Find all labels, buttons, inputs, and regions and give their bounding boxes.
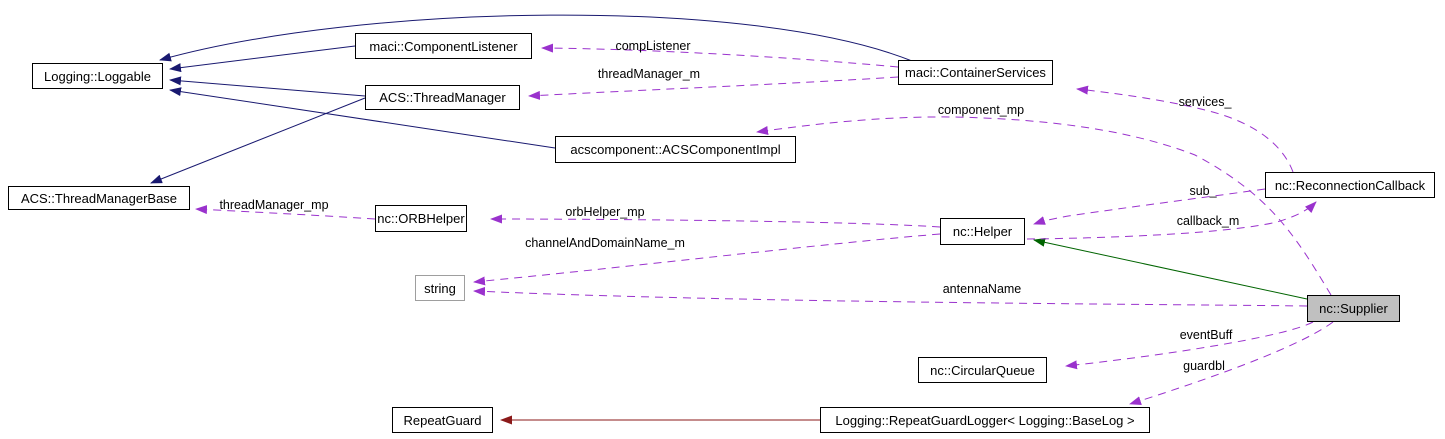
edge-inherit-threadmanager-loggable	[169, 76, 366, 97]
edge-usage-threadManager_mp	[195, 205, 376, 220]
edge-label-services_: services_	[1178, 94, 1232, 109]
edge-usage-eventBuff	[1065, 321, 1314, 370]
node-repeatguardlogger[interactable]: Logging::RepeatGuardLogger< Logging::Bas…	[820, 407, 1150, 433]
node-orbhelper[interactable]: nc::ORBHelper	[375, 205, 467, 232]
edge-inherit-supplier-helper	[1033, 237, 1308, 300]
edge-usage-channelAndDomainName_m	[473, 233, 941, 286]
node-containerservices[interactable]: maci::ContainerServices	[898, 60, 1053, 85]
node-threadmanager[interactable]: ACS::ThreadManager	[365, 85, 520, 110]
node-repeatguard[interactable]: RepeatGuard	[392, 407, 493, 433]
edge-inherit-threadmanager-threadmanagerbase	[150, 97, 366, 184]
edge-usage-guardbl	[1129, 321, 1334, 405]
node-string: string	[415, 275, 465, 301]
node-supplier: nc::Supplier	[1307, 295, 1400, 322]
node-reconnectioncallback[interactable]: nc::ReconnectionCallback	[1265, 172, 1435, 198]
edge-usage-callback_m	[1026, 201, 1317, 240]
edge-inherit-acscomponentimpl-loggable	[169, 87, 556, 149]
edge-usage-antennaName	[473, 286, 1308, 307]
node-componentlistener[interactable]: maci::ComponentListener	[355, 33, 532, 59]
node-acscomponentimpl[interactable]: acscomponent::ACSComponentImpl	[555, 136, 796, 163]
edge-label-component_mp: component_mp	[937, 102, 1025, 117]
node-loggable[interactable]: Logging::Loggable	[32, 63, 163, 89]
edge-usage-orbHelper_mp	[490, 214, 941, 228]
node-threadmanagerbase[interactable]: ACS::ThreadManagerBase	[8, 186, 190, 210]
edge-usage-compListener	[541, 43, 899, 68]
edge-usage-services_	[1076, 85, 1294, 173]
edge-label-threadManager_mp: threadManager_mp	[219, 197, 329, 212]
node-helper[interactable]: nc::Helper	[940, 218, 1025, 245]
edge-label-channelAndDomainName_m: channelAndDomainName_m	[525, 235, 685, 250]
edge-usage-component_mp	[756, 116, 1332, 296]
edge-label-eventBuff: eventBuff	[1179, 327, 1233, 342]
edge-label-callback_m: callback_m	[1176, 213, 1240, 228]
edge-label-sub_: sub_	[1189, 183, 1217, 198]
edge-label-orbHelper_mp: orbHelper_mp	[565, 204, 645, 219]
edge-inherit-containerservices-loggable	[159, 14, 913, 62]
node-circularqueue[interactable]: nc::CircularQueue	[918, 357, 1047, 383]
edge-usage-threadManager_m	[528, 76, 899, 100]
edge-label-threadManager_m: threadManager_m	[597, 66, 701, 81]
edge-label-guardbl: guardbl	[1183, 358, 1225, 373]
edge-label-compListener: compListener	[615, 38, 691, 53]
edge-inherit-componentlistener-loggable	[169, 45, 356, 73]
edge-label-antennaName: antennaName	[942, 281, 1022, 296]
